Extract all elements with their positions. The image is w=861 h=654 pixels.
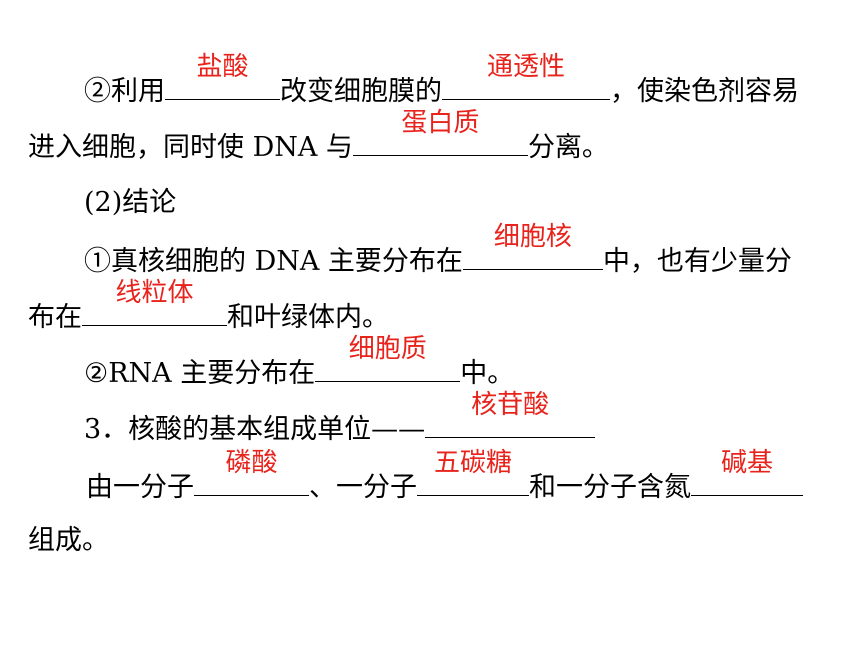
text-line-1: ②利用 盐酸改变细胞膜的 通透性 ，使染色剂容易 bbox=[0, 52, 861, 109]
line-text: 改变细胞膜的 bbox=[280, 76, 442, 107]
line-text: 分离。 bbox=[527, 132, 609, 163]
line-text: ，使染色剂容易 bbox=[610, 76, 799, 107]
text-line-6: ②RNA 主要分布在 细胞质中。 bbox=[0, 334, 861, 391]
answer-text: 通透性 bbox=[486, 52, 565, 82]
line-text: ①真核细胞的 DNA 主要分布在 bbox=[84, 246, 463, 277]
text-line-7: 3．核酸的基本组成单位—— 核苷酸 bbox=[0, 390, 861, 447]
section-heading: (2)结论 bbox=[84, 187, 177, 218]
line-text: ②利用 bbox=[84, 76, 165, 107]
answer-text: 细胞核 bbox=[493, 222, 572, 252]
answer-text: 线粒体 bbox=[115, 278, 194, 308]
answer-text: 盐酸 bbox=[196, 52, 249, 82]
fill-blank: 线粒体 bbox=[82, 278, 227, 326]
fill-blank: 五碳糖 bbox=[417, 448, 529, 496]
text-line-4: ①真核细胞的 DNA 主要分布在细胞核中，也有少量分 bbox=[0, 222, 861, 279]
line-text: 进入细胞，同时使 DNA 与 bbox=[28, 132, 353, 163]
line-text: 中，也有少量分 bbox=[602, 246, 792, 277]
line-text: 3．核酸的基本组成单位—— bbox=[84, 414, 426, 445]
fill-blank: 盐酸 bbox=[165, 52, 280, 100]
text-line-5: 布在 线粒体和叶绿体内。 bbox=[0, 278, 861, 335]
answer-text: 五碳糖 bbox=[433, 448, 512, 478]
text-line-2: 进入细胞，同时使 DNA 与 蛋白质分离。 bbox=[0, 108, 861, 165]
answer-text: 细胞质 bbox=[348, 334, 427, 364]
text-line-9: 组成。 bbox=[0, 524, 861, 558]
fill-blank: 通透性 bbox=[442, 52, 610, 100]
fill-blank: 细胞核 bbox=[462, 222, 603, 270]
answer-text: 核苷酸 bbox=[471, 390, 550, 420]
answer-text: 碱基 bbox=[720, 448, 773, 478]
answer-text: 磷酸 bbox=[225, 448, 278, 478]
fill-blank: 细胞质 bbox=[315, 334, 461, 382]
line-text: 、一分子 bbox=[309, 472, 417, 503]
line-text: 和叶绿体内。 bbox=[227, 302, 389, 333]
text-line-8: 由一分子 磷酸、一分子五碳糖和一分子含氮碱基 bbox=[0, 448, 861, 505]
fill-blank: 蛋白质 bbox=[352, 108, 528, 156]
fill-blank: 碱基 bbox=[691, 448, 803, 496]
line-text: ②RNA 主要分布在 bbox=[84, 358, 316, 389]
text-line-3: (2)结论 bbox=[0, 186, 861, 220]
line-text: 和一分子含氮 bbox=[529, 472, 691, 503]
line-text: 布在 bbox=[28, 302, 82, 333]
fill-blank: 核苷酸 bbox=[425, 390, 596, 438]
fill-blank: 磷酸 bbox=[194, 448, 309, 496]
line-text: 中。 bbox=[460, 358, 515, 389]
line-text: 组成。 bbox=[28, 525, 109, 556]
line-text: 由一分子 bbox=[86, 472, 194, 503]
answer-text: 蛋白质 bbox=[401, 108, 480, 138]
